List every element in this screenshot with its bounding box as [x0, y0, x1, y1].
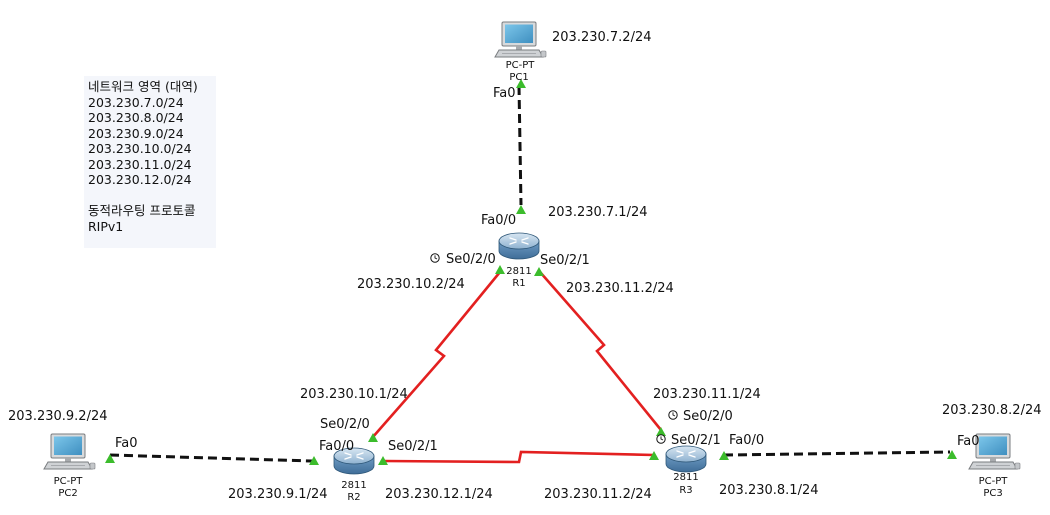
link-r2-r3-serial: [382, 450, 655, 464]
router-icon: [498, 232, 540, 260]
router-r1[interactable]: 2811 R1: [498, 232, 540, 289]
pc3[interactable]: PC-PT PC3: [968, 433, 1021, 499]
note-title: 네트워크 영역 (대역): [88, 79, 198, 94]
network-info-note: 네트워크 영역 (대역) 203.230.7.0/24 203.230.8.0/…: [84, 76, 216, 248]
pc2-model: PC-PT: [54, 476, 84, 487]
r1-se0-ip-label: 203.230.10.2/24: [357, 277, 465, 292]
note-spacer: [88, 188, 216, 204]
link-r1-r3-serial: [539, 271, 663, 431]
note-network-item: 203.230.12.0/24: [88, 172, 192, 187]
r3-se0-port-label: Se0/2/0: [683, 409, 733, 424]
port-indicator-r1-se020: [495, 265, 505, 274]
port-indicator-r1-se021: [534, 267, 544, 276]
r3-se1-port-label: Se0/2/1: [671, 433, 721, 448]
r3-se0-ip-label: 203.230.11.1/24: [653, 387, 761, 402]
note-protocol: RIPv1: [88, 218, 124, 234]
clock-icon: [668, 410, 678, 420]
r2-se0-ip-label: 203.230.10.1/24: [300, 387, 408, 402]
pc2-port-label: Fa0: [115, 436, 138, 451]
link-r3-pc3: [723, 450, 951, 457]
r2-se1-port-label: Se0/2/1: [388, 439, 438, 454]
r3-se1-ip-label: 203.230.11.2/24: [544, 487, 652, 502]
pc3-ip-label: 203.230.8.2/24: [942, 403, 1042, 418]
r2-name: R2: [347, 492, 360, 503]
r1-se1-port-label: Se0/2/1: [540, 253, 590, 268]
note-network-item: 203.230.8.0/24: [88, 110, 184, 125]
link-r1-r2-serial: [371, 271, 502, 439]
r3-fa-port-label: Fa0/0: [729, 433, 764, 448]
r1-fa-ip-label: 203.230.7.1/24: [548, 205, 648, 220]
r2-model: 2811: [341, 480, 366, 491]
pc1[interactable]: PC-PT PC1: [494, 21, 547, 83]
pc2-name: PC2: [58, 488, 77, 499]
pc3-model: PC-PT: [979, 476, 1009, 487]
link-pc1-r1: [517, 85, 523, 206]
note-network-item: 203.230.9.0/24: [88, 125, 184, 141]
pc1-model: PC-PT: [506, 60, 536, 71]
router-icon: [665, 445, 707, 473]
clock-icon: [430, 253, 440, 263]
link-pc2-r2: [109, 453, 313, 463]
r3-name: R3: [679, 485, 692, 496]
r1-fa-port-label: Fa0/0: [481, 213, 516, 228]
note-network-item: 203.230.10.0/24: [88, 141, 192, 156]
pc3-name: PC3: [983, 488, 1002, 499]
note-network-item: 203.230.7.0/24: [88, 94, 184, 110]
r1-se0-port-label: Se0/2/0: [446, 252, 496, 267]
router-r3[interactable]: 2811 R3: [665, 445, 707, 496]
r2-fa-ip-label: 203.230.9.1/24: [228, 487, 328, 502]
r2-se1-ip-label: 203.230.12.1/24: [385, 487, 493, 502]
pc2[interactable]: PC-PT PC2: [43, 433, 96, 499]
note-protocol-title: 동적라우팅 프로토콜: [88, 203, 196, 218]
pc1-name: PC1: [509, 72, 528, 83]
pc-icon: [494, 21, 547, 58]
note-network-item: 203.230.11.0/24: [88, 156, 192, 172]
pc2-ip-label: 203.230.9.2/24: [8, 409, 108, 424]
port-indicator-r1-fa00: [516, 205, 526, 214]
r1-model: 2811: [506, 266, 531, 277]
r1-se1-ip-label: 203.230.11.2/24: [566, 281, 674, 296]
pc1-ip-label: 203.230.7.2/24: [552, 30, 652, 45]
pc1-port-label: Fa0: [493, 86, 516, 101]
r3-fa-ip-label: 203.230.8.1/24: [719, 483, 819, 498]
r1-name: R1: [512, 278, 525, 289]
r2-se0-port-label: Se0/2/0: [320, 417, 370, 432]
r2-fa-port-label: Fa0/0: [319, 439, 354, 454]
pc3-port-label: Fa0: [957, 434, 980, 449]
pc-icon: [43, 433, 96, 470]
clock-icon: [656, 434, 666, 444]
router-r2[interactable]: 2811 R2: [333, 447, 375, 503]
r3-model: 2811: [673, 472, 698, 483]
